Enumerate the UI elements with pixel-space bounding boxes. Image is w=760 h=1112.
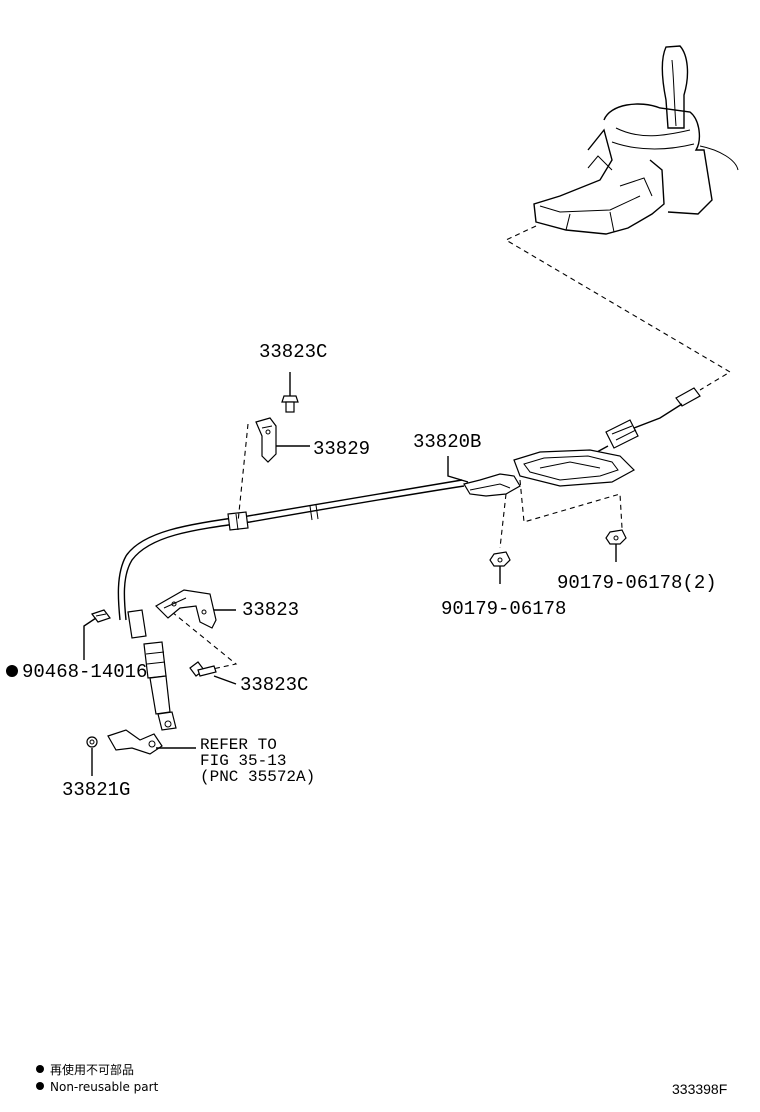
callout-bracket-mid: 33823	[242, 599, 299, 621]
bracket-top	[255, 417, 277, 463]
guide-line-lever	[504, 225, 732, 391]
refer-note-line2: FIG 35-13	[200, 752, 286, 770]
shift-lever-assembly	[533, 45, 739, 235]
clip	[91, 609, 111, 623]
callout-bracket-top: 33829	[313, 438, 370, 460]
guide-line-bracket-top	[237, 423, 249, 523]
callout-clip: 90468-14016	[22, 661, 147, 683]
refer-note-line1: REFER TO	[200, 736, 277, 754]
non-reusable-marker	[6, 665, 18, 677]
refer-note-line3: (PNC 35572A)	[200, 768, 315, 786]
illustration-code: 333398F	[672, 1081, 727, 1097]
callout-nut-left: 90179-06178	[441, 598, 566, 620]
cable-transmission-end	[127, 609, 177, 731]
bracket-mid	[155, 589, 217, 629]
guide-line-bolt-mid	[171, 611, 238, 671]
callout-retainer: 33821G	[62, 779, 130, 801]
bolt-top	[281, 395, 299, 413]
legend-non-reusable-jp: 再使用不可部品	[50, 1062, 134, 1077]
cable-mounting-plate	[463, 449, 635, 497]
cable-lever-end	[569, 387, 701, 469]
retainer	[86, 736, 98, 748]
nut-left	[489, 551, 511, 567]
shift-cable	[117, 479, 465, 621]
leader-lines	[83, 372, 617, 776]
callout-bolt-top: 33823C	[259, 341, 327, 363]
bolt-mid	[189, 661, 217, 677]
control-rod-piece	[107, 729, 163, 755]
legend-non-reusable-en: Non-reusable part	[50, 1080, 159, 1094]
legend-dot-en	[36, 1082, 44, 1090]
guide-line-plate-right	[519, 479, 623, 529]
callout-cable: 33820B	[413, 431, 481, 453]
guide-line-plate-nuts	[499, 493, 507, 549]
callout-nut-right: 90179-06178(2)	[557, 572, 717, 594]
callout-bolt-mid: 33823C	[240, 674, 308, 696]
legend-dot-jp	[36, 1065, 44, 1073]
nut-right	[605, 529, 627, 545]
